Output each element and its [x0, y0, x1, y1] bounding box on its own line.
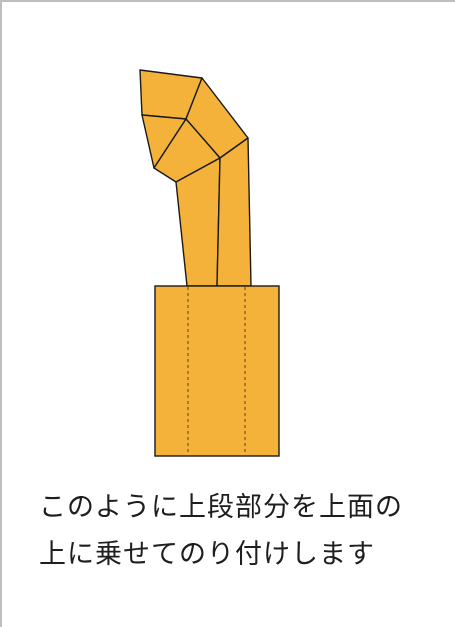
base-box-face — [154, 285, 280, 457]
base-box — [154, 285, 280, 457]
caption-line-2: 上に乗せてのり付けします — [39, 539, 375, 570]
instruction-caption: このように上段部分を上面の 上に乗せてのり付けします — [39, 484, 449, 578]
upper-piece — [139, 69, 252, 287]
caption-line-1: このように上段部分を上面の — [39, 492, 403, 523]
neck-right-panel — [216, 137, 252, 287]
folding-illustration — [139, 69, 280, 457]
